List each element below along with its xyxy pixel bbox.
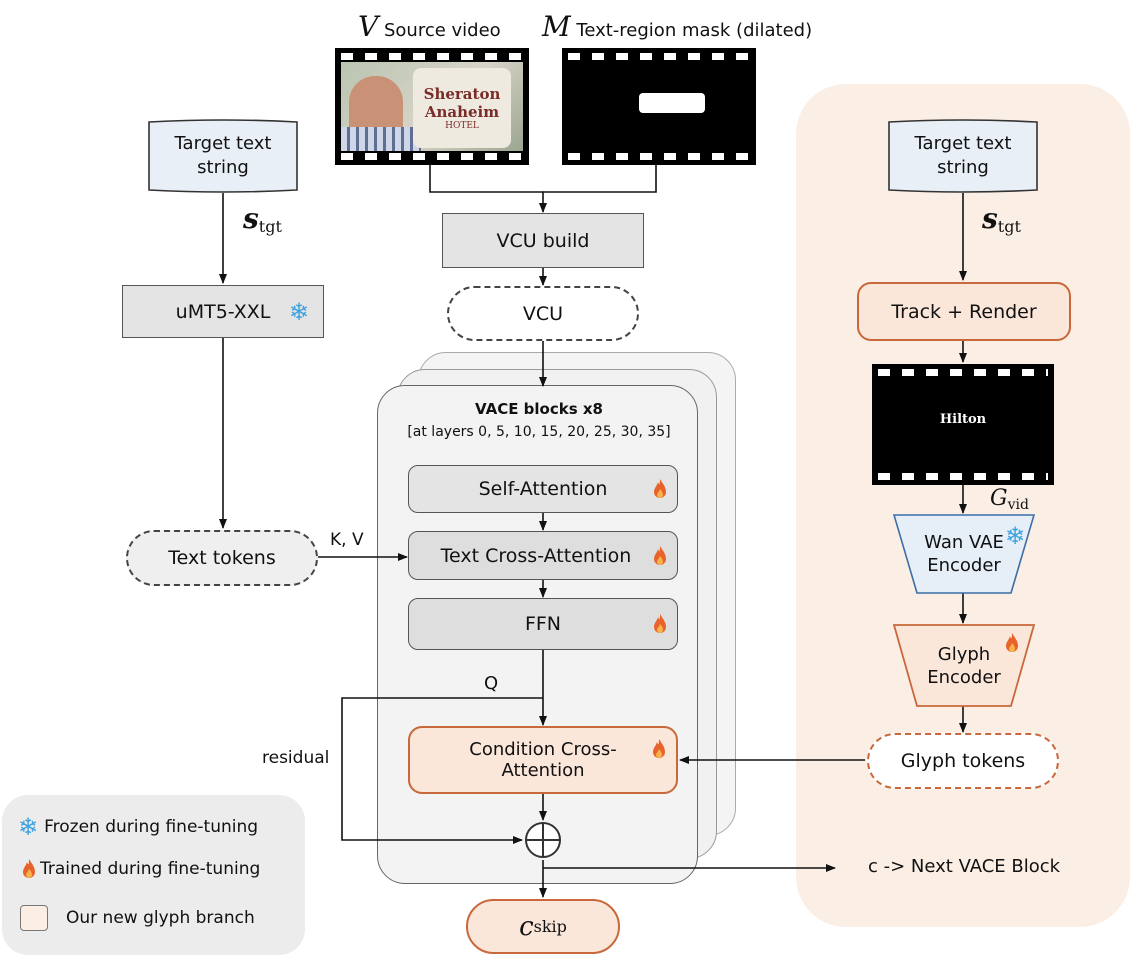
kv-label: K, V bbox=[330, 530, 364, 550]
legend-frozen: ❄ Frozen during fine-tuning bbox=[18, 813, 259, 841]
snowflake-icon: ❄ bbox=[288, 297, 309, 326]
text-tokens-box: Text tokens bbox=[126, 530, 318, 586]
flame-icon bbox=[653, 739, 665, 758]
source-video-frame: Sheraton Anaheim HOTEL bbox=[335, 48, 529, 165]
flame-icon bbox=[23, 859, 35, 878]
left-target-text-shape bbox=[148, 119, 298, 193]
vace-layers: [at layers 0, 5, 10, 15, 20, 25, 30, 35] bbox=[407, 424, 671, 440]
track-render-box: Track + Render bbox=[857, 282, 1071, 341]
sum-node-icon bbox=[525, 822, 561, 858]
mask-label: M Text-region mask (dilated) bbox=[542, 10, 812, 43]
rendered-glyph-frame: Hilton bbox=[872, 364, 1054, 485]
wan-vae-shape bbox=[893, 514, 1035, 594]
new-branch-swatch bbox=[20, 905, 48, 931]
self-attention-box: Self-Attention bbox=[408, 465, 678, 513]
snowflake-icon: ❄ bbox=[18, 813, 39, 841]
mask-frame bbox=[562, 48, 756, 165]
vcu-build-box: VCU build bbox=[442, 213, 644, 268]
legend-panel bbox=[2, 795, 305, 955]
glyph-encoder-shape bbox=[893, 624, 1035, 707]
right-s-tgt-label: stgt bbox=[982, 202, 1021, 237]
legend-trained: Trained during fine-tuning bbox=[22, 858, 260, 880]
g-vid-label: Gvid bbox=[990, 486, 1029, 514]
frame-text-1: Sheraton bbox=[423, 85, 501, 103]
frame-text-2: Anaheim bbox=[424, 103, 500, 121]
frame-text-3: HOTEL bbox=[445, 121, 479, 131]
flame-icon bbox=[1006, 633, 1018, 652]
vace-title: VACE blocks x8 bbox=[475, 400, 603, 418]
line-mask-to-join bbox=[543, 165, 657, 193]
text-cross-attention-box: Text Cross-Attention bbox=[408, 531, 678, 580]
right-target-text-shape bbox=[888, 119, 1038, 193]
flame-icon bbox=[654, 614, 666, 633]
arrow-source-to-vcu-build bbox=[429, 165, 547, 213]
source-symbol: V bbox=[358, 10, 379, 43]
next-block-label: c -> Next VACE Block bbox=[868, 856, 1061, 877]
arrow-residual bbox=[341, 697, 543, 844]
wan-vae-encoder-box: Wan VAE Encoder bbox=[924, 532, 1004, 576]
left-target-text-box: Target text string bbox=[174, 133, 272, 178]
mask-label-text: Text-region mask (dilated) bbox=[576, 20, 813, 41]
umt5-box: uMT5-XXL ❄ bbox=[122, 285, 324, 338]
flame-icon bbox=[654, 479, 666, 498]
mask-region bbox=[639, 93, 705, 113]
residual-label: residual bbox=[262, 748, 330, 768]
snowflake-icon: ❄ bbox=[1005, 522, 1026, 550]
glyph-tokens-box: Glyph tokens bbox=[867, 733, 1059, 789]
flame-icon bbox=[654, 545, 666, 565]
vcu-box: VCU bbox=[447, 286, 639, 341]
left-s-tgt-label: stgt bbox=[243, 202, 282, 237]
source-video-label: V Source video bbox=[358, 10, 501, 43]
condition-cross-attention-box: Condition Cross- Attention bbox=[408, 726, 678, 794]
mask-symbol: M bbox=[542, 10, 571, 43]
right-target-text-box: Target text string bbox=[914, 133, 1012, 178]
q-label: Q bbox=[484, 673, 499, 694]
source-label-text: Source video bbox=[383, 20, 501, 41]
ffn-box: FFN bbox=[408, 598, 678, 650]
rendered-word: Hilton bbox=[939, 412, 987, 427]
glyph-encoder-box: Glyph Encoder bbox=[927, 643, 1001, 688]
legend-new-branch: Our new glyph branch bbox=[20, 905, 255, 931]
